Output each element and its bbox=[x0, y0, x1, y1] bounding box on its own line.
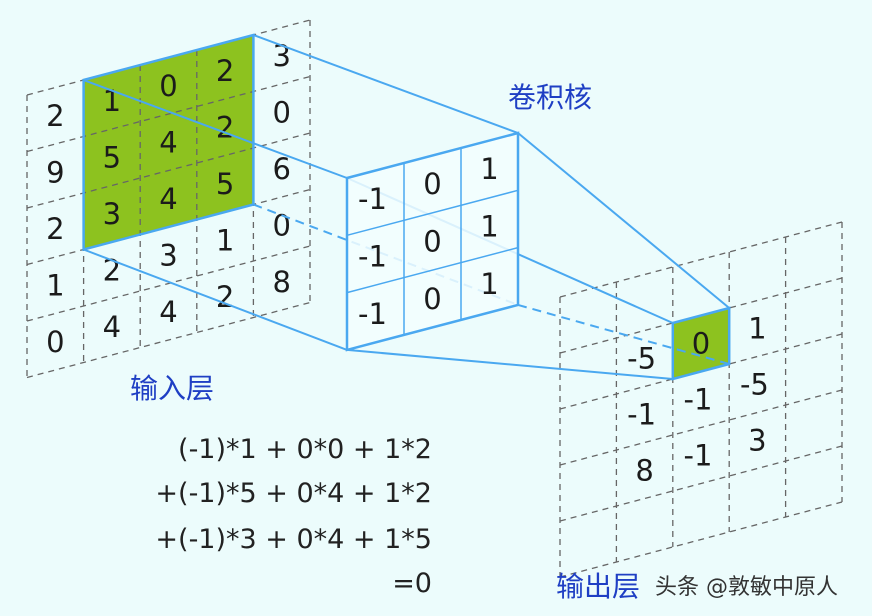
grid-row-line bbox=[346, 189, 519, 237]
output-cell: -5 bbox=[740, 367, 769, 401]
input-cell: 8 bbox=[272, 265, 290, 299]
input-cell: 0 bbox=[272, 95, 290, 129]
kernel-border bbox=[345, 131, 520, 352]
kernel-cell: 0 bbox=[423, 282, 441, 316]
connector-line bbox=[517, 132, 730, 309]
output-cell: 8 bbox=[635, 453, 653, 487]
grid-row-line bbox=[26, 132, 311, 209]
kernel-cell: 1 bbox=[480, 152, 498, 186]
output-cell: -1 bbox=[627, 397, 656, 431]
kernel-cell: -1 bbox=[358, 182, 387, 216]
highlight-region bbox=[83, 35, 254, 250]
grid-row-line bbox=[559, 389, 843, 466]
input-cell: 4 bbox=[159, 125, 177, 159]
input-cell: 0 bbox=[159, 69, 177, 103]
input-cell: 9 bbox=[46, 155, 64, 189]
input-cell: 2 bbox=[216, 54, 234, 88]
input-cell: 2 bbox=[46, 99, 64, 133]
formula-line-1: (-1)*1 + 0*0 + 1*2 bbox=[178, 434, 432, 465]
output-cell: 0 bbox=[692, 326, 710, 360]
watermark: 头条 @敦敏中原人 bbox=[655, 575, 838, 600]
input-cell: 2 bbox=[216, 280, 234, 314]
grid-row-line bbox=[559, 221, 843, 298]
input-cell: 4 bbox=[159, 295, 177, 329]
kernel-cell: 1 bbox=[480, 209, 498, 243]
grid-row-line bbox=[26, 75, 311, 153]
grid-row-line bbox=[559, 445, 843, 522]
output-cell: 3 bbox=[748, 423, 766, 457]
output-layer-grid: -5 0 1 -1 -1 -5 8 -1 3 bbox=[559, 221, 843, 578]
grid-row-line bbox=[26, 245, 311, 322]
kernel-cell: -1 bbox=[358, 239, 387, 273]
grid-row-line bbox=[559, 501, 843, 578]
output-cell: -1 bbox=[684, 382, 713, 416]
highlight-border bbox=[671, 306, 731, 381]
input-cell: 4 bbox=[159, 182, 177, 216]
input-cell: 3 bbox=[103, 197, 121, 231]
connector-line bbox=[83, 79, 348, 179]
input-cell: 1 bbox=[46, 268, 64, 302]
grid-row-line bbox=[346, 246, 519, 294]
kernel-background bbox=[347, 133, 518, 350]
input-cell: 0 bbox=[46, 325, 64, 359]
grid-row-line bbox=[26, 301, 311, 379]
formula-line-3: +(-1)*3 + 0*4 + 1*5 bbox=[155, 524, 432, 555]
highlight-region bbox=[672, 307, 730, 379]
kernel-label: 卷积核 bbox=[508, 81, 592, 114]
output-cell: -5 bbox=[627, 341, 656, 375]
output-cell: 1 bbox=[748, 311, 766, 345]
kernel-cell: 0 bbox=[423, 224, 441, 258]
formula-result: =0 bbox=[392, 568, 432, 599]
connector-line bbox=[83, 248, 348, 351]
output-cell: -1 bbox=[684, 438, 713, 472]
input-layer-label: 输入层 bbox=[130, 372, 214, 405]
input-cell: 1 bbox=[216, 223, 234, 257]
kernel-grid: -1 0 1 -1 0 1 -1 0 1 bbox=[345, 131, 520, 352]
connector-line bbox=[517, 303, 730, 365]
kernel-cell: 1 bbox=[480, 267, 498, 301]
input-cell: 4 bbox=[103, 310, 121, 344]
input-cell: 6 bbox=[272, 152, 290, 186]
input-cell: 2 bbox=[46, 212, 64, 246]
input-cell: 5 bbox=[216, 167, 234, 201]
input-cell: 2 bbox=[216, 110, 234, 144]
output-layer-label: 输出层 bbox=[556, 570, 640, 603]
connector-line bbox=[346, 348, 673, 380]
input-cell: 3 bbox=[159, 238, 177, 272]
kernel-cell: -1 bbox=[358, 297, 387, 331]
input-cell: 5 bbox=[103, 140, 121, 174]
connector-line bbox=[253, 34, 519, 134]
formula-line-2: +(-1)*5 + 0*4 + 1*2 bbox=[155, 478, 432, 509]
kernel-cell: 0 bbox=[423, 167, 441, 201]
